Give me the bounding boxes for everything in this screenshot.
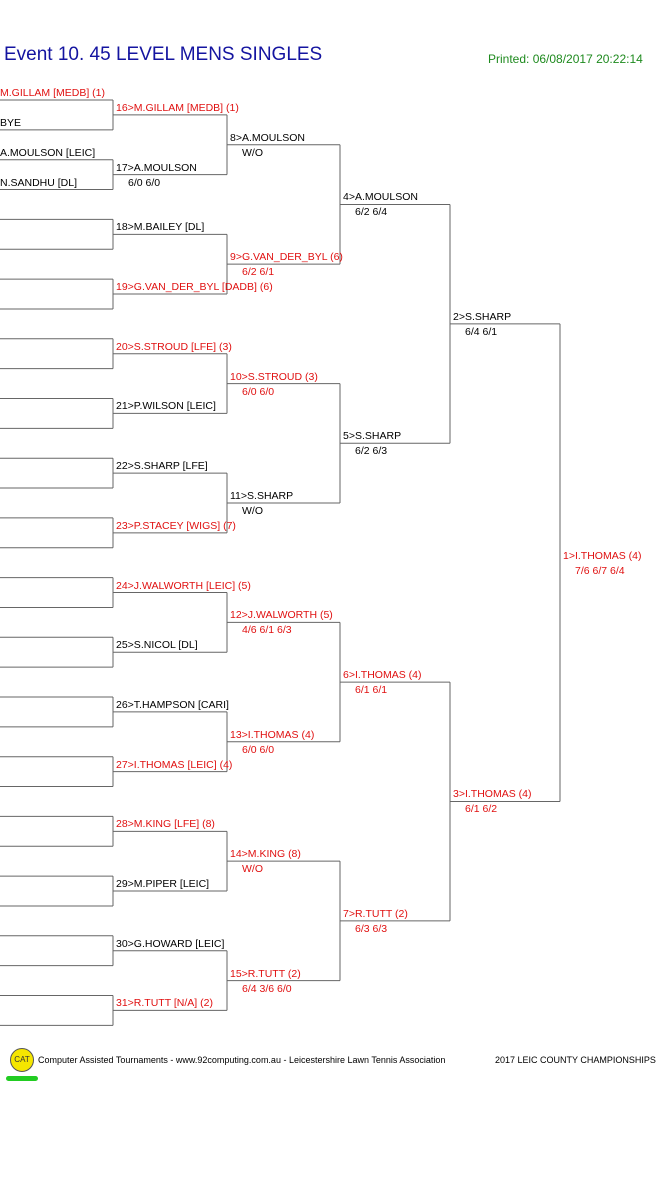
match-score[interactable]: 6/0 6/0	[242, 743, 275, 756]
match-winner[interactable]: 20>S.STROUD [LFE] (3)	[116, 340, 232, 353]
match-winner[interactable]: 11>S.SHARP	[230, 489, 294, 502]
match-score[interactable]: 6/3 6/3	[355, 922, 388, 935]
cat-logo-icon[interactable]: CAT	[10, 1048, 34, 1072]
match-score[interactable]: 6/2 6/3	[355, 445, 388, 458]
match-winner[interactable]: 23>P.STACEY [WIGS] (7)	[116, 519, 236, 532]
printed-timestamp: Printed: 06/08/2017 20:22:14	[488, 52, 643, 66]
match-score[interactable]: 6/0 6/0	[242, 385, 275, 398]
match-winner[interactable]: 27>I.THOMAS [LEIC] (4)	[116, 758, 233, 771]
match-winner[interactable]: 14>M.KING (8)	[230, 848, 301, 861]
match-winner[interactable]: 17>A.MOULSON	[116, 161, 197, 174]
page-title: Event 10. 45 LEVEL MENS SINGLES	[4, 44, 323, 65]
draw-bracket-lines	[0, 99, 561, 1026]
match-winner[interactable]: 21>P.WILSON [LEIC]	[116, 400, 216, 413]
match-winner[interactable]: 31>R.TUTT [N/A] (2)	[116, 997, 213, 1010]
match-winner[interactable]: 30>G.HOWARD [LEIC]	[116, 937, 225, 950]
match-score[interactable]: 6/1 6/1	[355, 684, 388, 697]
match-winner[interactable]: 18>M.BAILEY [DL]	[116, 221, 205, 234]
match-winner[interactable]: 12>J.WALWORTH (5)	[230, 609, 333, 622]
match-winner[interactable]: 6>I.THOMAS (4)	[343, 669, 422, 682]
match-score[interactable]: 6/1 6/2	[465, 803, 498, 816]
match-winner[interactable]: 24>J.WALWORTH [LEIC] (5)	[116, 579, 251, 592]
match-winner[interactable]: 13>I.THOMAS (4)	[230, 728, 315, 741]
match-winner[interactable]: 7>R.TUTT (2)	[343, 907, 408, 920]
match-winner[interactable]: 8>A.MOULSON	[230, 131, 305, 144]
match-score[interactable]: 4/6 6/1 6/3	[242, 624, 292, 637]
match-winner[interactable]: 2>S.SHARP	[453, 310, 512, 323]
match-winner[interactable]: 10>S.STROUD (3)	[230, 370, 318, 383]
match-score[interactable]: W/O	[242, 146, 263, 159]
match-winner[interactable]: 25>S.NICOL [DL]	[116, 639, 198, 652]
match-winner[interactable]: 19>G.VAN_DER_BYL [DADB] (6)	[116, 281, 273, 294]
match-score[interactable]: 6/2 6/1	[242, 266, 275, 279]
footer-event-name: 2017 LEIC COUNTY CHAMPIONSHIPS	[495, 1055, 656, 1065]
match-winner[interactable]: 4>A.MOULSON	[343, 191, 418, 204]
match-winner[interactable]: 29>M.PIPER [LEIC]	[116, 878, 210, 891]
match-winner[interactable]: 5>S.SHARP	[343, 430, 402, 443]
match-score[interactable]: W/O	[242, 863, 263, 876]
match-score[interactable]: 6/4 3/6 6/0	[242, 982, 292, 995]
match-score[interactable]: W/O	[242, 504, 263, 517]
cat-logo-underline	[6, 1076, 38, 1081]
match-score[interactable]: 6/0 6/0	[128, 176, 161, 189]
player-name[interactable]: N.SANDHU [DL]	[0, 176, 78, 189]
match-winner[interactable]: 9>G.VAN_DER_BYL (6)	[230, 251, 343, 264]
match-winner[interactable]: 1>I.THOMAS (4)	[563, 549, 642, 562]
footer-credits[interactable]: Computer Assisted Tournaments - www.92co…	[38, 1055, 446, 1065]
match-score[interactable]: 6/4 6/1	[465, 325, 498, 338]
match-winner[interactable]: 22>S.SHARP [LFE]	[116, 460, 208, 473]
match-winner[interactable]: 26>T.HAMPSON [CARI]	[116, 698, 229, 711]
match-winner[interactable]: 15>R.TUTT (2)	[230, 967, 301, 980]
player-name[interactable]: A.MOULSON [LEIC]	[0, 146, 96, 159]
match-winner[interactable]: 16>M.GILLAM [MEDB] (1)	[116, 101, 239, 114]
match-winner[interactable]: 3>I.THOMAS (4)	[453, 788, 532, 801]
player-name[interactable]: BYE	[0, 116, 22, 129]
player-name[interactable]: M.GILLAM [MEDB] (1)	[0, 87, 106, 99]
match-score[interactable]: 6/2 6/4	[355, 206, 388, 219]
match-score[interactable]: 7/6 6/7 6/4	[575, 564, 625, 577]
match-winner[interactable]: 28>M.KING [LFE] (8)	[116, 818, 215, 831]
